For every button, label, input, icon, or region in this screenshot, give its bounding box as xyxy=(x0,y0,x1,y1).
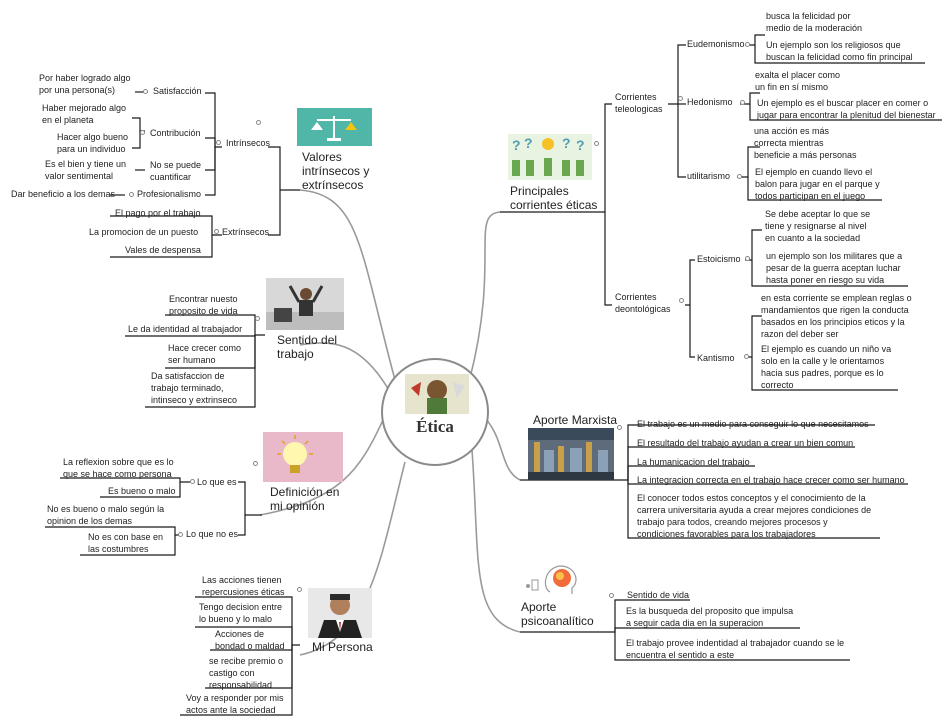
collapse-toggle-icon[interactable] xyxy=(745,256,750,261)
leaf-hedonismo-2[interactable]: Un ejemplo es el buscar placer en comer … xyxy=(757,98,936,120)
lightbulb-illustration xyxy=(263,432,343,482)
leaf-extrinseco-3[interactable]: Vales de despensa xyxy=(125,245,201,255)
leaf-persona-1[interactable]: Las acciones tienen repercusiones éticas xyxy=(202,575,285,597)
leaf-extrinseco-1[interactable]: El pago por el trabajo xyxy=(115,208,201,218)
central-topic[interactable]: Ética xyxy=(381,358,489,466)
node-utilitarismo[interactable]: utilitarismo xyxy=(687,171,731,181)
branch-corrientes-title[interactable]: Principales corrientes éticas xyxy=(510,184,598,212)
collapse-toggle-icon[interactable] xyxy=(744,354,749,359)
collapse-toggle-icon[interactable] xyxy=(737,174,742,179)
leaf-eudemonismo-2[interactable]: Un ejemplo son los religiosos que buscan… xyxy=(766,40,913,62)
collapse-toggle-icon[interactable] xyxy=(129,192,134,197)
leaf-sentido-1[interactable]: Encontrar nuesto proposito de vida xyxy=(169,294,238,316)
leaf-contribucion-2[interactable]: Hacer algo bueno para un individuo xyxy=(57,132,129,154)
leaf-hedonismo-1[interactable]: exalta el placer como un fin en sí mismo xyxy=(755,70,841,92)
leaf-extrinseco-2[interactable]: La promocion de un puesto xyxy=(89,227,199,237)
collapse-toggle-icon[interactable] xyxy=(140,130,145,135)
leaf-marxista-3[interactable]: La humanicacion del trabajo xyxy=(637,457,750,467)
collapse-toggle-icon[interactable] xyxy=(609,593,614,598)
svg-text:?: ? xyxy=(512,137,521,153)
collapse-toggle-icon[interactable] xyxy=(255,316,260,321)
collapse-toggle-icon[interactable] xyxy=(679,298,684,303)
node-teleologicas[interactable]: Corrientes teleologicas xyxy=(615,92,663,114)
leaf-no-cuantificar[interactable]: Es el bien y tiene un valor sentimental xyxy=(45,159,127,181)
leaf-marxista-5[interactable]: El conocer todos estos conceptos y el co… xyxy=(637,493,872,539)
branch-marxista-title[interactable]: Aporte Marxista xyxy=(533,413,618,427)
svg-text:?: ? xyxy=(562,135,571,151)
collapse-toggle-icon[interactable] xyxy=(740,100,745,105)
collapse-toggle-icon[interactable] xyxy=(297,587,302,592)
node-eudemonismo[interactable]: Eudemonismo xyxy=(687,39,745,49)
svg-text:?: ? xyxy=(576,137,585,153)
mural-illustration xyxy=(528,428,614,480)
collapse-toggle-icon[interactable] xyxy=(178,532,183,537)
branch-psico-title[interactable]: Aporte psicoanalítico xyxy=(521,600,594,628)
central-title: Ética xyxy=(416,417,454,436)
collapse-toggle-icon[interactable] xyxy=(143,89,148,94)
leaf-psico-3[interactable]: El trabajo provee indentidad al trabajad… xyxy=(626,638,845,660)
scales-illustration xyxy=(297,108,372,146)
collapse-toggle-icon[interactable] xyxy=(594,141,599,146)
node-intrinsecos[interactable]: Intrínsecos xyxy=(226,138,271,148)
leaf-utilitarismo-1[interactable]: una acción es más correcta mientras bene… xyxy=(754,126,857,160)
node-hedonismo[interactable]: Hedonismo xyxy=(687,97,733,107)
brain-head-illustration xyxy=(522,558,586,598)
leaf-contribucion-1[interactable]: Haber mejorado algo en el planeta xyxy=(42,103,127,125)
leaf-marxista-2[interactable]: El resultado del trabajo ayudan a crear … xyxy=(637,438,854,448)
leaf-persona-5[interactable]: Voy a responder por mis actos ante la so… xyxy=(186,693,284,715)
leaf-profesionalismo[interactable]: Dar beneficio a los demas xyxy=(11,189,116,199)
node-estoicismo[interactable]: Estoicismo xyxy=(697,254,741,264)
branch-sentido-title[interactable]: Sentido del trabajo xyxy=(277,333,338,361)
leaf-sentido-3[interactable]: Hace crecer como ser humano xyxy=(168,343,242,365)
leaf-lo-que-es-2[interactable]: Es bueno o malo xyxy=(108,486,176,496)
leaf-psico-1[interactable]: Sentido de vida xyxy=(627,590,690,600)
leaf-eudemonismo-1[interactable]: busca la felicidad por medio de la moder… xyxy=(766,11,863,33)
collapse-toggle-icon[interactable] xyxy=(745,42,750,47)
celebrating-worker-photo xyxy=(266,278,344,330)
leaf-marxista-4[interactable]: La integracion correcta en el trabajo ha… xyxy=(637,475,905,485)
collapse-toggle-icon[interactable] xyxy=(216,140,221,145)
branch-valores-title[interactable]: Valores intrínsecos y extrínsecos xyxy=(302,150,370,192)
leaf-persona-4[interactable]: se recibe premio o castigo con responsab… xyxy=(209,656,284,690)
collapse-toggle-icon[interactable] xyxy=(678,96,683,101)
node-profesionalismo[interactable]: Profesionalismo xyxy=(137,189,202,199)
leaf-lo-que-no-es-2[interactable]: No es con base en las costumbres xyxy=(88,532,164,554)
node-contribucion[interactable]: Contribución xyxy=(150,128,201,138)
leaf-persona-2[interactable]: Tengo decision entre lo bueno y lo malo xyxy=(199,602,283,624)
collapse-toggle-icon[interactable] xyxy=(214,229,219,234)
people-question-illustration: ???? xyxy=(508,134,592,180)
node-no-cuantificar[interactable]: No se puede cuantificar xyxy=(150,160,202,182)
collapse-toggle-icon[interactable] xyxy=(190,479,195,484)
portrait-photo xyxy=(308,588,372,638)
branch-persona-title[interactable]: Mi Persona xyxy=(312,640,373,654)
leaf-kantismo-1[interactable]: en esta corriente se emplean reglas o ma… xyxy=(761,293,912,339)
leaf-utilitarismo-2[interactable]: El ejemplo en cuando llevo el balon para… xyxy=(755,167,880,201)
leaf-sentido-2[interactable]: Le da identidad al trabajador xyxy=(128,324,243,334)
collapse-toggle-icon[interactable] xyxy=(617,425,622,430)
node-kantismo[interactable]: Kantismo xyxy=(697,353,735,363)
collapse-toggle-icon[interactable] xyxy=(253,461,258,466)
leaf-estoicismo-1[interactable]: Se debe aceptar lo que se tiene y resign… xyxy=(765,209,871,243)
collapse-toggle-icon[interactable] xyxy=(256,120,261,125)
node-extrinsecos[interactable]: Extrínsecos xyxy=(222,227,270,237)
svg-text:?: ? xyxy=(524,135,533,151)
leaf-persona-3[interactable]: Acciones de bondad o maldad xyxy=(215,629,285,651)
node-lo-que-es[interactable]: Lo que es xyxy=(197,477,237,487)
leaf-estoicismo-2[interactable]: un ejemplo son los militares que a pesar… xyxy=(766,251,903,285)
leaf-psico-2[interactable]: Es la busqueda del proposito que impulsa… xyxy=(626,606,794,628)
leaf-sentido-4[interactable]: Da satisfaccion de trabajo terminado, in… xyxy=(151,371,238,405)
branch-definicion-title[interactable]: Definición en mi opinión xyxy=(270,485,340,513)
ethics-illustration xyxy=(405,374,469,414)
leaf-lo-que-no-es-1[interactable]: No es bueno o malo según la opinion de l… xyxy=(47,504,165,526)
node-deontologicas[interactable]: Corrientes deontológicas xyxy=(615,292,671,314)
leaf-marxista-1[interactable]: El trabajo es un medio para conseguir lo… xyxy=(637,419,869,429)
node-satisfaccion[interactable]: Satisfacción xyxy=(153,86,202,96)
leaf-kantismo-2[interactable]: El ejemplo es cuando un niño va solo en … xyxy=(761,344,892,390)
leaf-satisfaccion[interactable]: Por haber logrado algo por una persona(s… xyxy=(39,73,131,95)
node-lo-que-no-es[interactable]: Lo que no es xyxy=(186,529,239,539)
leaf-lo-que-es-1[interactable]: La reflexion sobre que es lo que se hace… xyxy=(63,457,174,479)
